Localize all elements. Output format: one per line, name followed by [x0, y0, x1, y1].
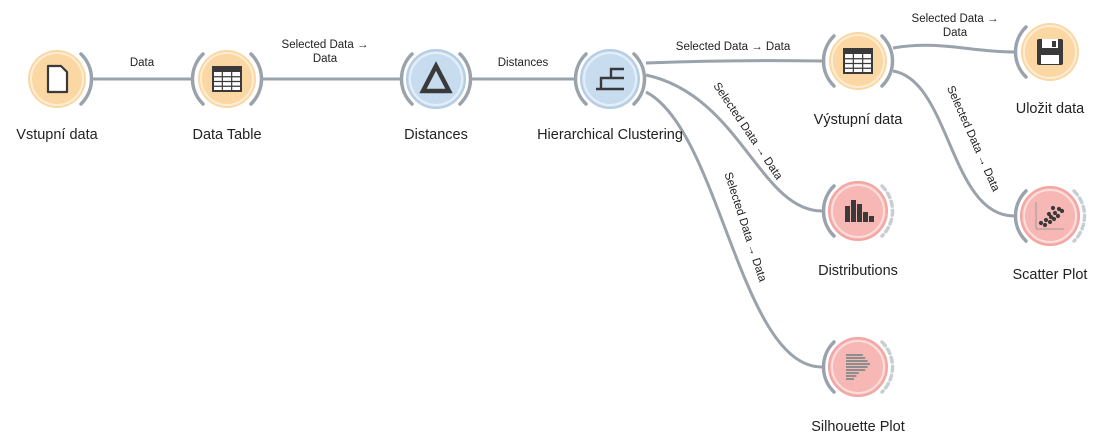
output-anchor[interactable] — [249, 52, 264, 106]
node-ulozit[interactable]: Uložit data — [1013, 23, 1085, 117]
node-hclust[interactable]: Hierarchical Clustering — [537, 49, 683, 143]
output-anchor[interactable] — [79, 52, 94, 106]
link-label-line: Selected Data → — [282, 39, 369, 51]
node-highlight — [1023, 189, 1077, 243]
input-anchor[interactable] — [190, 52, 205, 106]
node-highlight — [831, 34, 885, 88]
silhouette-icon — [846, 354, 870, 380]
link-path[interactable] — [892, 69, 1015, 218]
node-circle[interactable] — [406, 49, 466, 109]
node-label: Hierarchical Clustering — [537, 127, 683, 143]
link-path[interactable] — [645, 73, 823, 213]
link-label-line: Selected Data → Data — [711, 81, 785, 183]
link-hclust-to-silhouette[interactable] — [645, 90, 823, 369]
node-highlight — [409, 52, 463, 106]
link-label-line: Selected Data → Data — [944, 84, 1002, 194]
node-label: Data Table — [192, 127, 261, 143]
table-icon — [843, 48, 873, 74]
link-label-line: Distances — [498, 57, 549, 69]
input-anchor[interactable] — [1013, 25, 1028, 79]
link-label-line: Selected Data → — [912, 13, 999, 25]
link-label-line: Data — [943, 27, 968, 39]
node-vystupni[interactable]: Výstupní data — [814, 32, 904, 128]
node-highlight — [831, 184, 885, 238]
node-label: Scatter Plot — [1013, 267, 1088, 283]
output-anchor[interactable] — [880, 34, 895, 88]
node-label: Distances — [404, 127, 468, 143]
link-label: Selected Data → Data — [711, 81, 785, 183]
node-highlight — [831, 340, 885, 394]
input-anchor[interactable] — [821, 184, 836, 238]
node-scatter[interactable]: Scatter Plot — [1013, 186, 1088, 283]
link-path[interactable] — [892, 43, 1015, 54]
node-highlight — [1023, 25, 1077, 79]
node-label: Distributions — [818, 263, 898, 279]
table-icon — [212, 66, 242, 92]
scatter-icon — [1035, 202, 1065, 230]
node-highlight — [200, 52, 254, 106]
bar-chart-icon — [845, 200, 874, 222]
link-hclust-to-distributions[interactable] — [645, 73, 823, 213]
link-hclust-to-vystupni[interactable] — [645, 59, 823, 65]
output-anchor[interactable] — [632, 52, 647, 106]
node-label: Vstupní data — [16, 127, 98, 143]
input-anchor[interactable] — [821, 340, 836, 394]
output-anchor[interactable] — [1072, 189, 1087, 243]
input-anchor[interactable] — [573, 52, 588, 106]
node-distances[interactable]: Distances — [399, 49, 473, 143]
link-path[interactable] — [645, 59, 823, 65]
link-label-line: Selected Data → Data — [676, 41, 791, 53]
node-vstupni[interactable]: Vstupní data — [16, 50, 99, 143]
link-vystupni-to-ulozit[interactable] — [892, 43, 1015, 54]
link-label-line: Selected Data → Data — [721, 171, 768, 284]
link-label: Data — [130, 57, 155, 69]
links-layer — [92, 43, 1015, 369]
output-anchor[interactable] — [880, 340, 895, 394]
link-label-line: Data — [313, 53, 338, 65]
node-distributions[interactable]: Distributions — [818, 181, 898, 279]
save-icon — [1037, 39, 1063, 65]
output-anchor[interactable] — [458, 52, 473, 106]
node-label: Uložit data — [1016, 101, 1085, 117]
node-datatable[interactable]: Data Table — [190, 50, 264, 143]
node-silhouette[interactable]: Silhouette Plot — [811, 337, 905, 435]
input-anchor[interactable] — [399, 52, 414, 106]
link-label: Distances — [498, 57, 549, 69]
link-label: Selected Data → Data — [721, 171, 768, 284]
node-highlight — [583, 52, 637, 106]
link-vystupni-to-scatter[interactable] — [892, 69, 1015, 218]
node-label: Výstupní data — [814, 112, 904, 128]
node-label: Silhouette Plot — [811, 419, 905, 435]
dendrogram-icon — [596, 67, 624, 91]
delta-icon — [419, 61, 453, 94]
input-anchor[interactable] — [1013, 189, 1028, 243]
link-label: Selected Data → Data — [944, 84, 1002, 194]
link-path[interactable] — [645, 90, 823, 369]
link-label: Selected Data → Data — [912, 13, 999, 39]
node-highlight — [30, 52, 84, 106]
link-label-line: Data — [130, 57, 155, 69]
link-label: Selected Data → Data — [676, 41, 791, 53]
link-label: Selected Data → Data — [282, 39, 369, 65]
input-anchor[interactable] — [821, 34, 836, 88]
output-anchor[interactable] — [880, 184, 895, 238]
file-icon — [46, 64, 69, 94]
